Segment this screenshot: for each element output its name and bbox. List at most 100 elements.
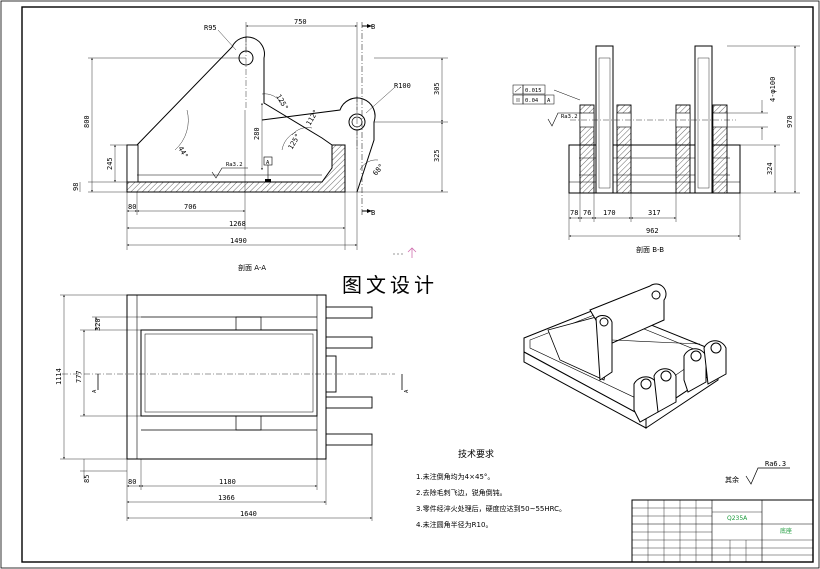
bb-roughness-symbol — [547, 112, 582, 127]
tv-dim-1640: 1640 — [240, 510, 257, 518]
inner-border — [21, 6, 814, 563]
bb-dim-324: 324 — [766, 162, 774, 175]
tv-outline — [126, 294, 327, 460]
iso-ear-front-4-hole — [710, 342, 722, 354]
bb-tol-2-ref: A — [547, 98, 551, 104]
iso-ear-front-2 — [653, 368, 677, 413]
aa-ear-right — [261, 97, 376, 193]
bb-dimension-lines — [568, 45, 800, 240]
tv-dim-1114: 1114 — [55, 368, 63, 385]
tech-item-1: 1.未注倒角均为4×45°。 — [416, 472, 494, 481]
tv-block-2 — [235, 415, 262, 431]
bb-dim-970: 970 — [786, 115, 794, 128]
iso-ear-front-3-hole — [690, 350, 702, 362]
iso-ear-front-4 — [703, 340, 727, 385]
tech-item-3: 3.零件经淬火处理后，硬度应达到50~55HRC。 — [416, 504, 566, 513]
aa-dim-280: 280 — [253, 127, 261, 140]
aa-dim-r95: R95 — [204, 24, 217, 32]
bb-tol-2-value: 0.04 — [525, 98, 539, 104]
aa-dim-706: 706 — [184, 203, 197, 211]
tv-dim-1180: 1180 — [219, 478, 236, 486]
bb-dim-holes: 4-φ100 — [769, 77, 777, 102]
bb-plate-2-slot — [697, 57, 710, 189]
bb-plate-1 — [595, 45, 614, 194]
aa-angle-68: 68° — [371, 162, 385, 177]
tv-inner — [140, 329, 318, 417]
aa-ear-left — [136, 36, 333, 146]
bb-plate-1-slot — [598, 57, 611, 189]
bb-base — [568, 144, 741, 194]
bb-roughness-value: Ra3.2 — [561, 114, 578, 120]
top-view: A A 1114 777 320 85 80 1180 — [55, 294, 410, 521]
tech-item-4: 4.未注圆角半径为R10。 — [416, 520, 492, 529]
aa-roughness-value: Ra3.2 — [226, 162, 243, 168]
aa-cut-label-top: B — [371, 23, 375, 31]
aa-dim-1268: 1268 — [229, 220, 246, 228]
aa-dim-750: 750 — [294, 18, 307, 26]
tech-title: 技术要求 — [458, 448, 494, 460]
bb-dim-170: 170 — [603, 209, 616, 217]
aa-angle-125b: 125° — [287, 132, 302, 151]
tv-dim-1366: 1366 — [218, 494, 235, 502]
iso-ear-front-2-hole — [660, 370, 672, 382]
aa-dim-80: 80 — [128, 203, 136, 211]
iso-ear-front-1 — [633, 376, 659, 423]
bb-dim-76: 76 — [583, 209, 591, 217]
tv-dim-777: 777 — [75, 370, 83, 383]
iso-ear-back-2 — [595, 314, 613, 381]
aa-dim-r100: R100 — [394, 82, 411, 90]
aa-angle-125a: 125° — [274, 93, 289, 112]
aa-dim-305: 305 — [433, 82, 441, 95]
tv-block-1 — [235, 316, 262, 331]
tv-cut-label-right: A — [404, 389, 410, 393]
tech-requirements: 技术要求 1.未注倒角均为4×45°。 2.去除毛刺飞边，锐角倒钝。 3.零件经… — [416, 448, 566, 529]
aa-dim-800: 800 — [83, 115, 91, 128]
tv-dim-320: 320 — [94, 318, 102, 331]
aa-angle-112: 112° — [305, 108, 320, 127]
surface-default-value: Ra6.3 — [765, 460, 786, 468]
pink-arrow-icon — [407, 247, 417, 258]
aa-dim-245: 245 — [106, 157, 114, 170]
tech-item-2: 2.去除毛刺飞边，锐角倒钝。 — [416, 488, 507, 497]
bb-caption: 剖面 B-B — [636, 245, 664, 254]
tv-cut-label-left: A — [92, 389, 98, 393]
aa-dim-1490: 1490 — [230, 237, 247, 245]
aa-dim-98: 98 — [72, 183, 80, 191]
aa-dim-325: 325 — [433, 149, 441, 162]
aa-roughness-symbol — [211, 167, 248, 179]
iso-ear-back-2-hole — [599, 317, 609, 327]
tv-ears — [325, 306, 373, 446]
aa-datum-label: A — [266, 160, 270, 166]
bb-dim-78: 78 — [570, 209, 578, 217]
bb-tolerance-frames — [512, 84, 581, 105]
aa-left-boss — [126, 144, 139, 183]
aa-cut-label-bottom: B — [371, 209, 375, 217]
tv-dim-85: 85 — [83, 475, 91, 483]
aa-dimension-lines — [79, 22, 448, 250]
iso-ear-front-1-hole — [640, 378, 652, 390]
surface-default-symbol — [745, 467, 790, 485]
title-block-part-name: 底座 — [780, 527, 792, 535]
title-block — [631, 499, 814, 563]
section-bb-view: 78 76 170 317 962 324 970 4-φ100 0.015 0… — [512, 45, 800, 254]
iso-ear-back-1-hole — [651, 290, 661, 300]
iso-ear-front-3 — [683, 348, 707, 393]
tv-dim-80: 80 — [128, 478, 136, 486]
title-block-material: Q235A — [727, 515, 748, 522]
watermark-text: 图文设计 — [342, 273, 438, 297]
aa-datum-foot — [265, 179, 271, 182]
bb-plate-2 — [694, 45, 713, 194]
tv-dimension-lines — [60, 294, 373, 521]
aa-angle-44: 44° — [176, 145, 189, 160]
bb-tol-1-value: 0.015 — [525, 88, 542, 94]
section-aa-view: B B — [72, 18, 448, 272]
aa-caption: 剖面 A-A — [238, 263, 266, 272]
isometric-view — [523, 283, 727, 429]
aa-base-hatch — [126, 144, 346, 193]
tv-inner-2 — [144, 333, 314, 413]
bb-dim-317: 317 — [648, 209, 661, 217]
bb-dim-962: 962 — [646, 227, 659, 235]
surface-default-label: 其余 — [725, 475, 739, 484]
